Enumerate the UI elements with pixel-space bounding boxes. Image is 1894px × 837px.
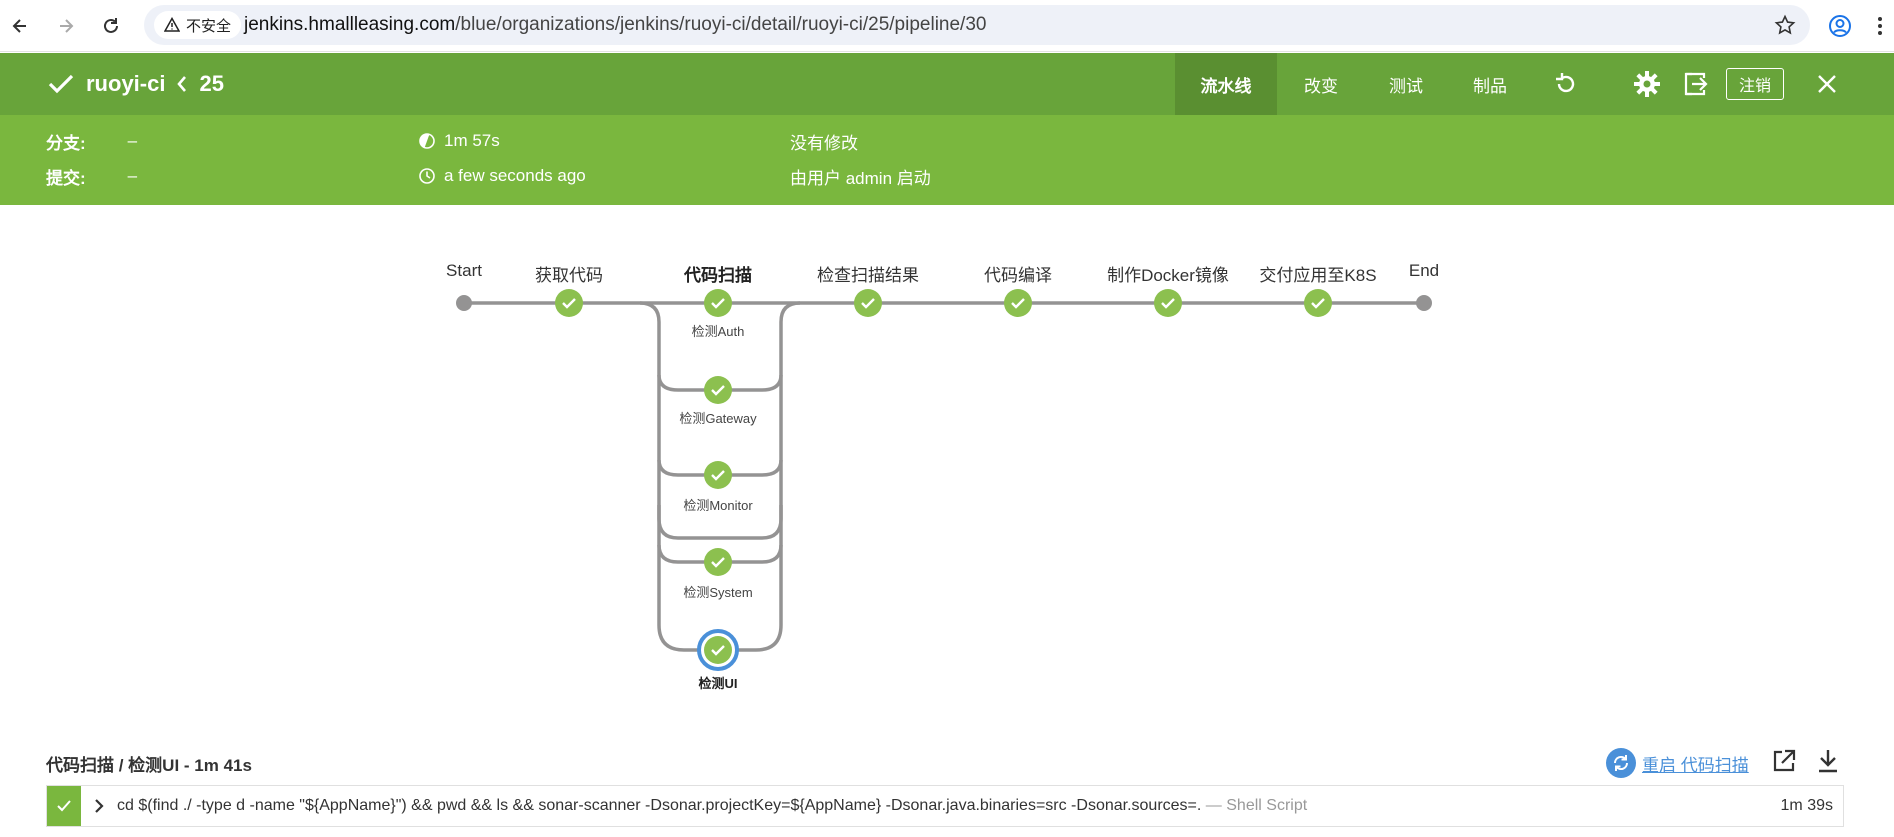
- pipeline-name[interactable]: ruoyi-ci: [86, 71, 166, 96]
- download-icon[interactable]: [1814, 747, 1842, 775]
- branch-label: 分支:: [46, 133, 86, 153]
- run-header: ruoyi-ci 25 流水线 改变 测试 制品 注销: [0, 53, 1894, 115]
- success-check-icon: [48, 74, 74, 94]
- changes-info: 没有修改: [790, 133, 858, 153]
- forward-icon[interactable]: [52, 12, 80, 40]
- step-type-label: — Shell Script: [1205, 797, 1308, 814]
- step-command-text: cd $(find ./ -type d -name "${AppName}")…: [117, 797, 1202, 814]
- start-node[interactable]: [456, 295, 472, 311]
- logout-button[interactable]: 注销: [1726, 68, 1784, 100]
- started-by-info: 由用户 admin 启动: [790, 168, 931, 188]
- branch-value: –: [127, 131, 138, 150]
- chevron-right-icon[interactable]: [93, 797, 105, 820]
- branch-node-ui[interactable]: [697, 629, 739, 671]
- stage-label-scan[interactable]: 代码扫描: [684, 266, 752, 285]
- branch-label-system[interactable]: 检测System: [683, 585, 753, 600]
- step-view-title: 代码扫描 / 检测UI - 1m 41s: [46, 756, 252, 775]
- tab-tests[interactable]: 测试: [1389, 76, 1423, 96]
- commit-value: –: [127, 166, 138, 185]
- run-number: 25: [199, 71, 224, 96]
- bookmark-star-icon[interactable]: [1774, 14, 1796, 41]
- step-success-icon: [47, 786, 81, 826]
- branch-info: 分支: –: [46, 129, 137, 153]
- classic-view-icon[interactable]: [1682, 70, 1710, 98]
- pipeline-graph: Start 获取代码 代码扫描 检查扫描结果 代码编译 制作Docker镜像 交…: [0, 205, 1894, 705]
- run-title: ruoyi-ci 25: [46, 53, 224, 115]
- duration-value: 1m 57s: [444, 131, 500, 150]
- duration-icon: [419, 133, 435, 149]
- commit-info: 提交: –: [46, 164, 137, 188]
- warning-icon: [164, 17, 180, 32]
- stage-node-compile[interactable]: [1004, 289, 1032, 317]
- reload-icon[interactable]: [97, 12, 125, 40]
- branch-label-monitor[interactable]: 检测Monitor: [683, 498, 753, 513]
- url-path: /blue/organizations/jenkins/ruoyi-ci/det…: [455, 14, 987, 35]
- security-chip[interactable]: 不安全: [154, 11, 242, 39]
- run-info-bar: 分支: – 提交: – 1m 57s a few seconds ago 没有修…: [0, 115, 1894, 205]
- security-label: 不安全: [186, 17, 232, 35]
- branch-node-system[interactable]: [704, 548, 732, 576]
- rerun-icon[interactable]: [1552, 70, 1580, 98]
- url-text[interactable]: jenkins.hmallleasing.com/blue/organizati…: [244, 5, 986, 45]
- branch-label-auth[interactable]: 检测Auth: [691, 324, 745, 339]
- restart-icon: [1606, 748, 1636, 778]
- browser-menu-icon[interactable]: [1866, 12, 1894, 40]
- stage-node-checkout[interactable]: [555, 289, 583, 317]
- stage-label-start: Start: [446, 261, 482, 280]
- stage-node-deploy[interactable]: [1304, 289, 1332, 317]
- chevron-left-icon[interactable]: [175, 74, 189, 94]
- stage-label-compile[interactable]: 代码编译: [984, 266, 1052, 285]
- restart-label: 重启 代码扫描: [1642, 755, 1749, 775]
- tab-artifacts[interactable]: 制品: [1473, 76, 1507, 96]
- step-row[interactable]: cd $(find ./ -type d -name "${AppName}")…: [46, 785, 1844, 827]
- pipeline-connectors: [464, 301, 1424, 652]
- stage-label-checkout[interactable]: 获取代码: [535, 266, 603, 285]
- tab-changes[interactable]: 改变: [1304, 76, 1338, 96]
- address-bar[interactable]: 不安全 jenkins.hmallleasing.com/blue/organi…: [144, 5, 1810, 45]
- commit-label: 提交:: [46, 168, 86, 188]
- clock-icon: [419, 168, 435, 184]
- step-command: cd $(find ./ -type d -name "${AppName}")…: [117, 786, 1307, 826]
- branch-label-gateway[interactable]: 检测Gateway: [679, 411, 757, 426]
- step-duration: 1m 39s: [1780, 797, 1833, 814]
- restart-stage-link[interactable]: 重启 代码扫描: [1606, 748, 1749, 778]
- open-external-icon[interactable]: [1770, 747, 1798, 775]
- stage-node-scan[interactable]: [704, 289, 732, 317]
- stage-label-deploy[interactable]: 交付应用至K8S: [1259, 266, 1377, 285]
- browser-toolbar: 不安全 jenkins.hmallleasing.com/blue/organi…: [0, 0, 1894, 52]
- end-node[interactable]: [1416, 295, 1432, 311]
- branch-label-ui[interactable]: 检测UI: [698, 676, 738, 691]
- time-info: a few seconds ago: [418, 164, 586, 188]
- gear-icon[interactable]: [1633, 70, 1661, 98]
- profile-icon[interactable]: [1826, 12, 1854, 40]
- branch-node-monitor[interactable]: [704, 461, 732, 489]
- duration-info: 1m 57s: [418, 129, 500, 153]
- close-icon[interactable]: [1813, 70, 1841, 98]
- stage-node-docker[interactable]: [1154, 289, 1182, 317]
- back-icon[interactable]: [6, 12, 34, 40]
- branch-node-gateway[interactable]: [704, 376, 732, 404]
- stage-node-check-results[interactable]: [854, 289, 882, 317]
- time-ago-value: a few seconds ago: [444, 166, 586, 185]
- stage-label-end: End: [1408, 261, 1440, 280]
- tab-pipeline[interactable]: 流水线: [1175, 53, 1277, 115]
- pipeline-graph-svg: [456, 289, 1432, 671]
- url-host: jenkins.hmallleasing.com: [244, 14, 456, 35]
- stage-label-docker[interactable]: 制作Docker镜像: [1107, 266, 1229, 285]
- stage-label-check-results[interactable]: 检查扫描结果: [817, 266, 919, 285]
